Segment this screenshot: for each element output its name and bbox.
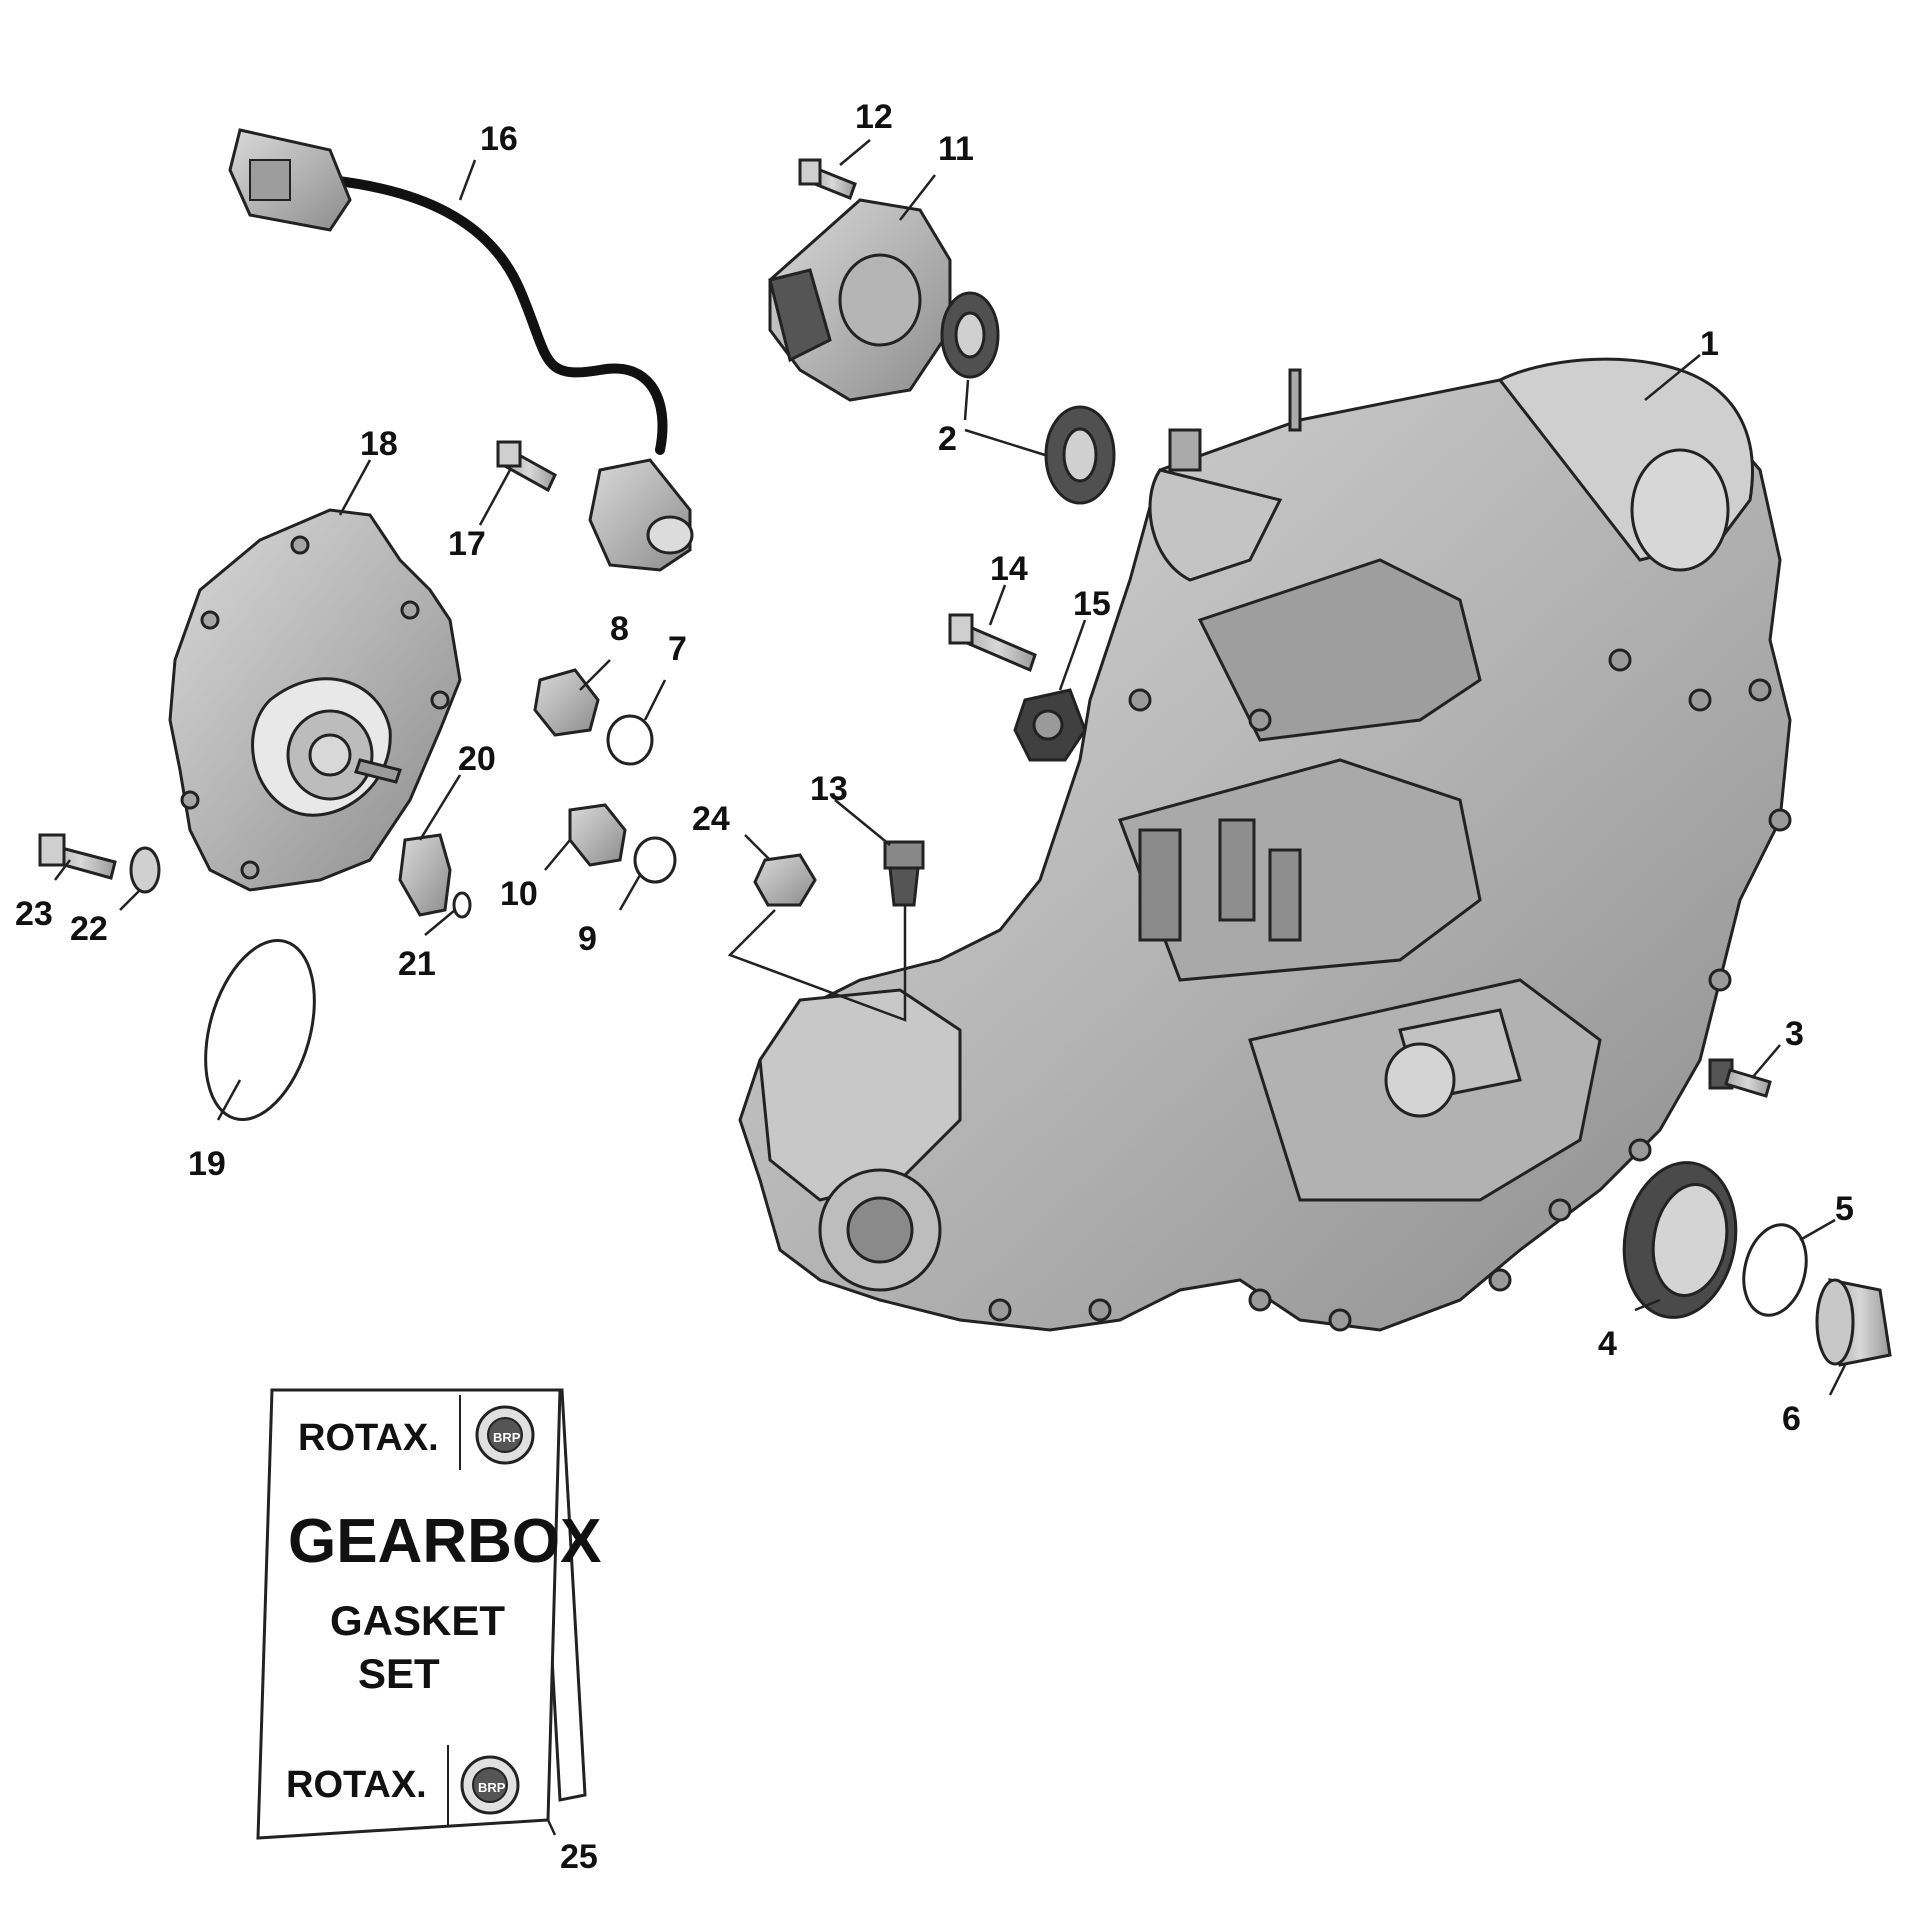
callout-23: 23 xyxy=(15,895,53,933)
callout-1: 1 xyxy=(1700,325,1719,363)
callout-19: 19 xyxy=(188,1145,226,1183)
sensor-15 xyxy=(1013,688,1087,762)
bolt-3 xyxy=(1708,1058,1772,1098)
booklet-line3: SET xyxy=(358,1650,440,1697)
callout-7: 7 xyxy=(668,630,687,668)
brp-badge-bottom: BRP xyxy=(460,1755,520,1815)
callout-12: 12 xyxy=(855,98,893,136)
o-ring-5 xyxy=(1742,1223,1808,1317)
callout-3: 3 xyxy=(1785,1015,1804,1053)
svg-text:BRP: BRP xyxy=(478,1780,506,1795)
actuator-11 xyxy=(768,198,952,402)
gearbox-housing xyxy=(738,357,1792,1332)
shift-lever-20 xyxy=(398,833,452,917)
callout-21: 21 xyxy=(398,945,436,983)
callout-14: 14 xyxy=(990,550,1028,588)
callout-24: 24 xyxy=(692,800,730,838)
sleeve-6 xyxy=(1815,1278,1892,1367)
gasket-set-booklet: ROTAX. BRP GEARBOX GASKET SET ROTAX. BRP xyxy=(256,1388,601,1840)
oil-seal-4 xyxy=(1622,1161,1738,1319)
bolt-14 xyxy=(948,613,1037,673)
gearbox-cover xyxy=(168,508,462,892)
callout-22: 22 xyxy=(70,910,108,948)
booklet-title: GEARBOX xyxy=(288,1507,601,1576)
nut-24 xyxy=(753,853,817,907)
svg-text:BRP: BRP xyxy=(493,1430,521,1445)
callout-11: 11 xyxy=(938,130,974,168)
callout-10: 10 xyxy=(500,875,538,913)
seal-ring-7 xyxy=(606,714,654,766)
callout-15: 15 xyxy=(1073,585,1111,623)
booklet-brand-top: ROTAX. xyxy=(298,1417,439,1459)
wire-harness xyxy=(228,128,668,455)
callout-17: 17 xyxy=(448,525,486,563)
bolt-23 xyxy=(38,833,117,880)
booklet-brand-bottom: ROTAX. xyxy=(286,1764,427,1806)
callout-13: 13 xyxy=(810,770,848,808)
bolt-17 xyxy=(496,440,557,493)
o-ring-19 xyxy=(204,938,316,1122)
callout-5: 5 xyxy=(1835,1190,1854,1228)
washer-22 xyxy=(129,846,161,894)
callout-18: 18 xyxy=(360,425,398,463)
sensor-10 xyxy=(568,803,627,867)
leader-13-24 xyxy=(727,905,907,1022)
speed-sensor xyxy=(588,458,694,572)
callout-8: 8 xyxy=(610,610,629,648)
callout-9: 9 xyxy=(578,920,597,958)
callout-6: 6 xyxy=(1782,1400,1801,1438)
callout-20: 20 xyxy=(458,740,496,778)
seal-ring-9 xyxy=(633,836,677,884)
bolt-12 xyxy=(798,158,857,200)
leader-lines xyxy=(54,139,1847,1836)
brp-badge-top: BRP xyxy=(475,1405,535,1465)
callout-4: 4 xyxy=(1598,1325,1617,1363)
callout-16: 16 xyxy=(480,120,518,158)
drain-plug-13 xyxy=(883,840,925,907)
oil-seal-2 xyxy=(940,291,1116,505)
circlip-21 xyxy=(452,891,472,919)
booklet-line2: GASKET xyxy=(330,1597,505,1644)
callout-2: 2 xyxy=(938,420,957,458)
callout-25: 25 xyxy=(560,1838,598,1876)
